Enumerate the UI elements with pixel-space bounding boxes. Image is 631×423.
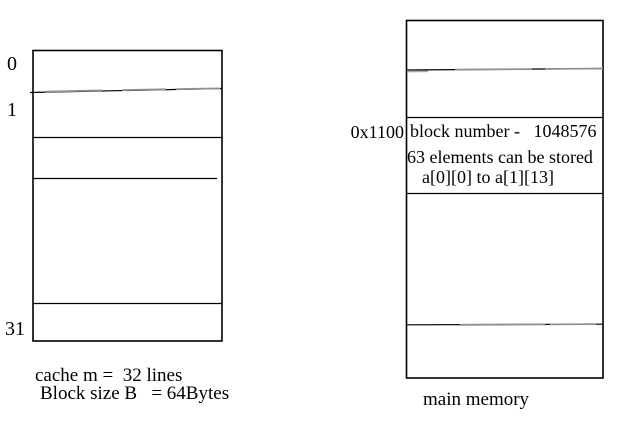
memory-address-label: 0x1100 [350,122,404,142]
cache-caption-line2: Block size B = 64Bytes [40,383,230,404]
cache-row-label-1: 1 [7,99,17,121]
cache-caption-line1: cache m = 32 lines [35,365,183,386]
cache-divider-1-overlay-c [175,87,221,91]
cache-divider-1-overlay-a [44,89,103,93]
cache-divider-1-overlay-b [121,88,167,91]
memory-box-outline [405,19,604,379]
memory-caption: main memory [423,389,530,410]
cache-row-label-31: 31 [5,318,25,340]
memory-divider-1-overlay-a [454,68,533,71]
memory-block-info-line1: block number - 1048576 [410,121,597,141]
cache-row-label-0: 0 [7,53,17,75]
memory-block-info-line2: 63 elements can be stored [407,147,593,167]
cache-box-outline [32,49,223,342]
memory-block-info-line3: a[0][0] to a[1][13] [422,167,554,187]
memory-divider-1-overlay-b [544,67,604,70]
